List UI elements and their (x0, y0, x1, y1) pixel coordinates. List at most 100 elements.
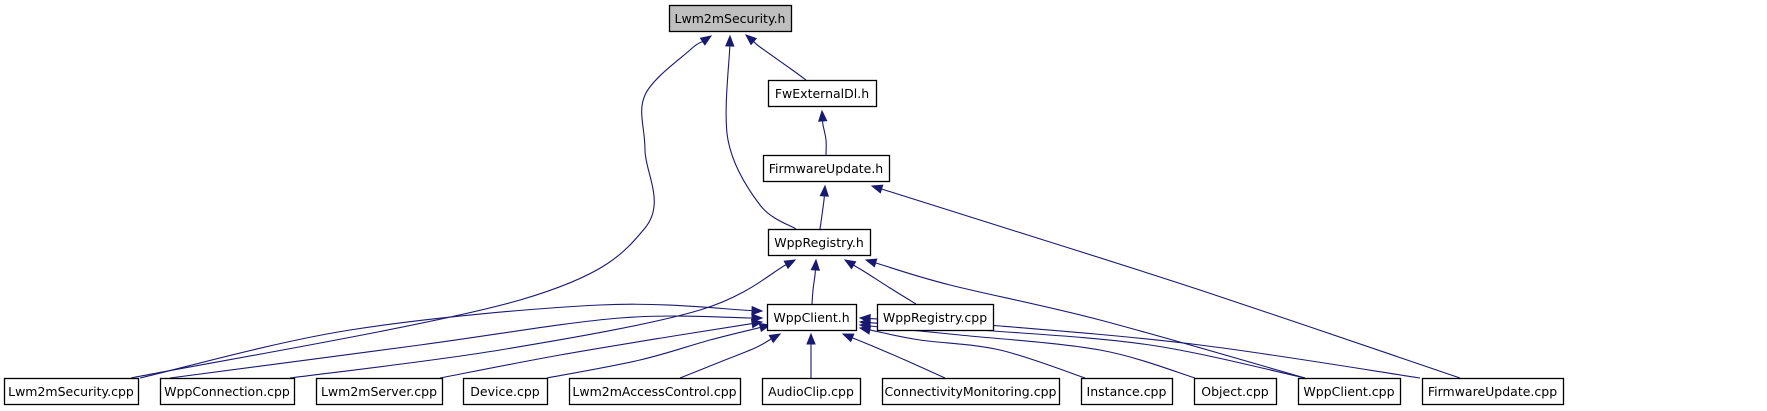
node-fwexternaldl-h[interactable]: FwExternalDl.h (767, 79, 878, 108)
node-label: WppClient.h (773, 310, 849, 325)
node-box[interactable] (3, 377, 140, 406)
node-lwm2msecurity-h[interactable]: Lwm2mSecurity.h (668, 4, 793, 33)
arrowhead-icon (725, 34, 735, 47)
node-box[interactable] (876, 303, 995, 332)
node-lwm2mserver-cpp[interactable]: Lwm2mServer.cpp (315, 377, 444, 406)
node-box[interactable] (1193, 377, 1278, 406)
arrowhead-icon (818, 109, 828, 122)
node-box[interactable] (1080, 377, 1174, 406)
node-firmwareupdate-cpp[interactable]: FirmwareUpdate.cpp (1421, 377, 1565, 406)
node-lwm2msecurity-cpp[interactable]: Lwm2mSecurity.cpp (3, 377, 140, 406)
node-box[interactable] (315, 377, 444, 406)
node-wppregistry-h[interactable]: WppRegistry.h (767, 228, 872, 257)
edge-lwm2mserver_cpp-to-wppclient_h (439, 318, 764, 379)
edge-line (819, 195, 825, 230)
arrowhead-icon (699, 35, 713, 46)
edge-line (289, 264, 787, 379)
arrowhead-icon (858, 313, 871, 324)
edge-wppclient_cpp-to-wppregistry_h (864, 258, 1306, 379)
edge-lwm2msecurity_cpp-to-wppclient_h (139, 303, 764, 379)
edge-wppregistry_h-to-firmwareupdate_h (819, 184, 829, 230)
edge-line (853, 264, 917, 305)
edge-line (139, 303, 753, 379)
arrowhead-icon (751, 305, 764, 316)
node-label: Object.cpp (1201, 384, 1268, 399)
node-wppregistry-cpp[interactable]: WppRegistry.cpp (876, 303, 995, 332)
edge-line (869, 329, 1086, 379)
edge-line (546, 326, 761, 379)
edge-line (169, 315, 753, 379)
edge-line (852, 337, 946, 379)
arrowhead-icon (783, 259, 797, 270)
node-label: Lwm2mSecurity.h (675, 11, 786, 26)
edge-lwm2maccesscontrol_cpp-to-wppclient_h (679, 333, 782, 379)
node-label: FirmwareUpdate.h (769, 161, 883, 176)
edge-instance_cpp-to-wppclient_h (858, 325, 1086, 379)
node-label: ConnectivityMonitoring.cpp (885, 384, 1057, 399)
edge-lwm2msecurity_cpp-to-lwm2msecurity_h (130, 35, 713, 379)
edge-line (875, 262, 1306, 379)
node-box[interactable] (766, 303, 858, 332)
node-object-cpp[interactable]: Object.cpp (1193, 377, 1278, 406)
node-label: Device.cpp (470, 384, 540, 399)
arrowhead-icon (843, 259, 857, 270)
node-box[interactable] (1297, 377, 1402, 406)
edge-line (811, 269, 816, 305)
edge-audioclip_cpp-to-wppclient_h (806, 332, 816, 378)
edge-line (130, 41, 703, 379)
node-firmwareupdate-h[interactable]: FirmwareUpdate.h (762, 154, 891, 183)
node-label: FirmwareUpdate.cpp (1428, 384, 1557, 399)
node-label: Lwm2mSecurity.cpp (8, 384, 134, 399)
edge-wppregistry_h-to-lwm2msecurity_h (725, 34, 797, 230)
node-label: WppRegistry.cpp (883, 310, 987, 325)
node-label: Instance.cpp (1087, 384, 1167, 399)
edge-device_cpp-to-wppclient_h (546, 322, 772, 379)
edge-wppconnection_cpp-to-wppclient_h (169, 313, 764, 379)
node-instance-cpp[interactable]: Instance.cpp (1080, 377, 1174, 406)
node-box[interactable] (1421, 377, 1565, 406)
arrowhead-icon (870, 184, 884, 194)
edge-line (679, 338, 772, 379)
node-box[interactable] (762, 154, 891, 183)
node-box[interactable] (881, 377, 1061, 406)
edge-wppconnection_cpp-to-wppregistry_h (289, 259, 797, 379)
node-box[interactable] (568, 377, 742, 406)
node-wppconnection-cpp[interactable]: WppConnection.cpp (159, 377, 296, 406)
node-box[interactable] (767, 79, 878, 108)
edge-wppclient_h-to-wppregistry_h (810, 258, 821, 305)
node-label: WppConnection.cpp (164, 384, 290, 399)
node-audioclip-cpp[interactable]: AudioClip.cpp (761, 377, 862, 406)
edge-firmwareupdate_h-to-fwexternaldl_h (818, 109, 828, 156)
edge-line (753, 41, 807, 81)
node-label: Lwm2mServer.cpp (321, 384, 437, 399)
edge-line (881, 188, 1461, 379)
node-wppclient-cpp[interactable]: WppClient.cpp (1297, 377, 1402, 406)
node-lwm2maccesscontrol-cpp[interactable]: Lwm2mAccessControl.cpp (568, 377, 742, 406)
node-label: WppRegistry.h (774, 235, 864, 250)
edge-line (822, 120, 827, 156)
arrowhead-icon (744, 34, 758, 46)
node-box[interactable] (668, 4, 793, 33)
node-box[interactable] (462, 377, 549, 406)
arrowhead-icon (841, 333, 855, 343)
edge-wppregistry_cpp-to-wppregistry_h (843, 259, 917, 305)
arrowhead-icon (768, 333, 782, 344)
node-box[interactable] (761, 377, 862, 406)
node-label: Lwm2mAccessControl.cpp (572, 384, 736, 399)
arrowhead-icon (819, 184, 829, 197)
edge-line (725, 45, 797, 230)
edge-firmwareupdate_cpp-to-firmwareupdate_h (870, 184, 1461, 379)
node-device-cpp[interactable]: Device.cpp (462, 377, 549, 406)
node-wppclient-h[interactable]: WppClient.h (766, 303, 858, 332)
node-label: AudioClip.cpp (768, 384, 854, 399)
node-box[interactable] (767, 228, 872, 257)
node-connectivitymonitoring-cpp[interactable]: ConnectivityMonitoring.cpp (881, 377, 1061, 406)
arrowhead-icon (810, 258, 821, 271)
node-label: FwExternalDl.h (775, 86, 869, 101)
edge-line (439, 323, 753, 379)
arrowhead-icon (750, 318, 764, 329)
edge-connectivitymonitoring_cpp-to-wppclient_h (841, 333, 946, 379)
edge-fwexternaldl_h-to-lwm2msecurity_h (744, 34, 807, 81)
node-box[interactable] (159, 377, 296, 406)
